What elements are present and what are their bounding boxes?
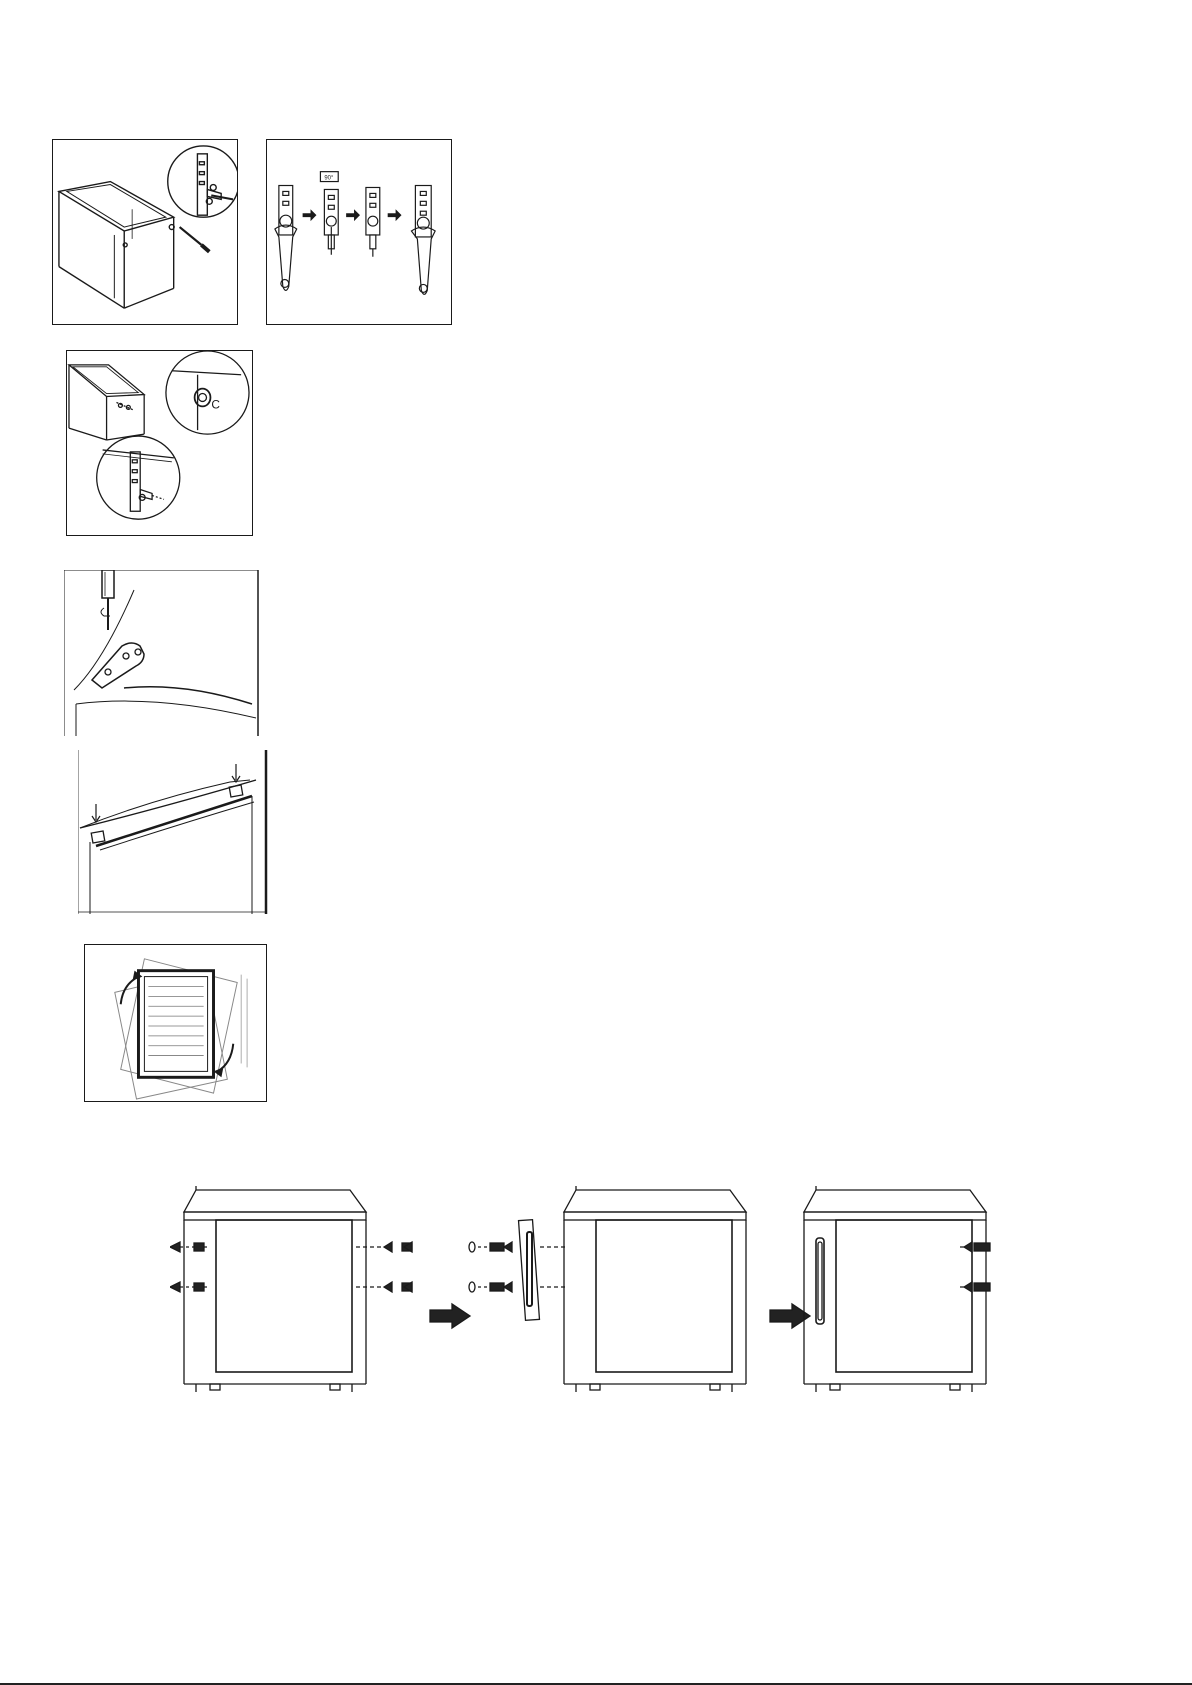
handle-reversal-figure — [170, 1182, 1000, 1402]
step-arrow-1 — [430, 1304, 470, 1328]
cabinet-hinge-removal-icon — [53, 140, 237, 324]
hinge-pin-swap-figure: 90° — [266, 139, 452, 325]
cabinet-hinge-reinstall-figure: C — [66, 350, 253, 536]
cabinet-hinge-reinstall-icon: C — [67, 351, 252, 535]
detail-letter-label: C — [211, 397, 220, 411]
fridge-step-1 — [170, 1186, 412, 1392]
cabinet-hinge-removal-figure — [52, 139, 238, 325]
top-hinge-screw-icon — [64, 570, 261, 736]
fridge-step-3 — [804, 1186, 990, 1392]
door-gasket-rotation-icon — [85, 945, 266, 1101]
tool-tag-label: 90° — [324, 176, 334, 182]
fridge-step-2 — [469, 1186, 746, 1392]
hinge-pin-swap-sequence-icon: 90° — [267, 140, 451, 324]
door-gasket-rotation-figure — [84, 944, 267, 1102]
handle-reversal-sequence-icon — [170, 1182, 1000, 1402]
top-cover-removal-icon — [78, 750, 269, 914]
top-hinge-screw-figure — [64, 570, 261, 736]
top-cover-removal-figure — [78, 750, 269, 914]
